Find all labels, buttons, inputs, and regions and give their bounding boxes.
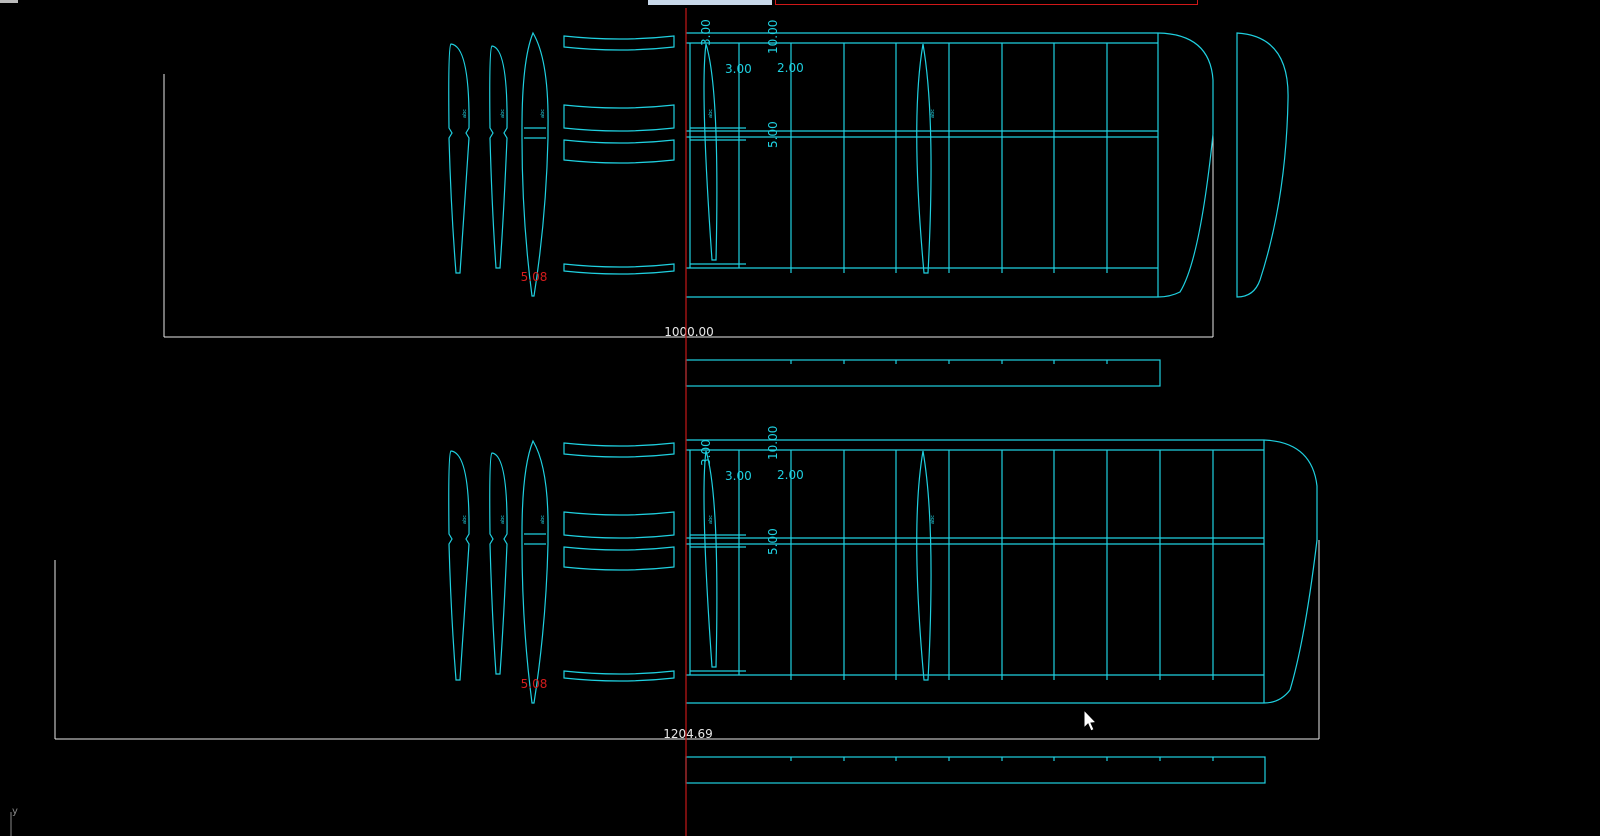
svg-text:abc: abc [462, 109, 468, 118]
dim-label-300: 3.00 [725, 62, 752, 76]
svg-text:abc: abc [540, 109, 546, 118]
overall-dimension-label: 1000.00 [664, 325, 714, 339]
leading-edge-strip [685, 756, 1266, 784]
red-annotation: 5.08 [521, 270, 548, 284]
dim-label-200: 2.00 [777, 468, 804, 482]
svg-text:abc: abc [500, 109, 506, 118]
active-viewport-tab[interactable] [648, 0, 772, 5]
wing-layout-top: 1000.00 abc abc abc 5.08 [163, 19, 1289, 387]
rib-profiles: abc abc abc [448, 31, 549, 297]
wing-layout-bottom: 1204.69 abc abc abc 5.08 [54, 426, 1320, 784]
svg-text:abc: abc [462, 515, 468, 524]
cap-strips [563, 35, 675, 275]
axis-indicator: y [10, 806, 18, 836]
axis-y-label: y [12, 806, 18, 817]
wing-tip-part [1236, 32, 1289, 298]
wing-panel: abc abc [686, 439, 1318, 704]
dim-label-500-vertical: 5.00 [766, 528, 780, 555]
svg-text:abc: abc [930, 109, 936, 118]
dim-label-1000-vertical: 10.00 [766, 20, 780, 54]
dim-label-1000-vertical: 10.00 [766, 426, 780, 460]
overall-dimension-label: 1204.69 [663, 727, 713, 741]
dim-label-300-vertical: 3.00 [699, 439, 713, 466]
dim-label-300: 3.00 [725, 469, 752, 483]
svg-text:abc: abc [708, 515, 714, 524]
cap-strips [563, 442, 675, 682]
svg-text:abc: abc [540, 515, 546, 524]
wing-panel: abc abc [686, 32, 1214, 298]
dim-label-300-vertical: 3.00 [699, 19, 713, 46]
red-annotation: 5.08 [521, 677, 548, 691]
viewport-tab-outline[interactable] [775, 0, 1198, 5]
svg-text:abc: abc [500, 515, 506, 524]
arrow-cursor-icon [1083, 708, 1098, 732]
dimension-frame [54, 540, 1320, 740]
dim-label-500-vertical: 5.00 [766, 121, 780, 148]
svg-text:abc: abc [708, 109, 714, 118]
leading-edge-strip [685, 359, 1161, 387]
dim-label-200: 2.00 [777, 61, 804, 75]
svg-text:abc: abc [930, 515, 936, 524]
rib-profiles: abc abc abc [448, 439, 549, 704]
window-corner-marker [0, 0, 18, 3]
